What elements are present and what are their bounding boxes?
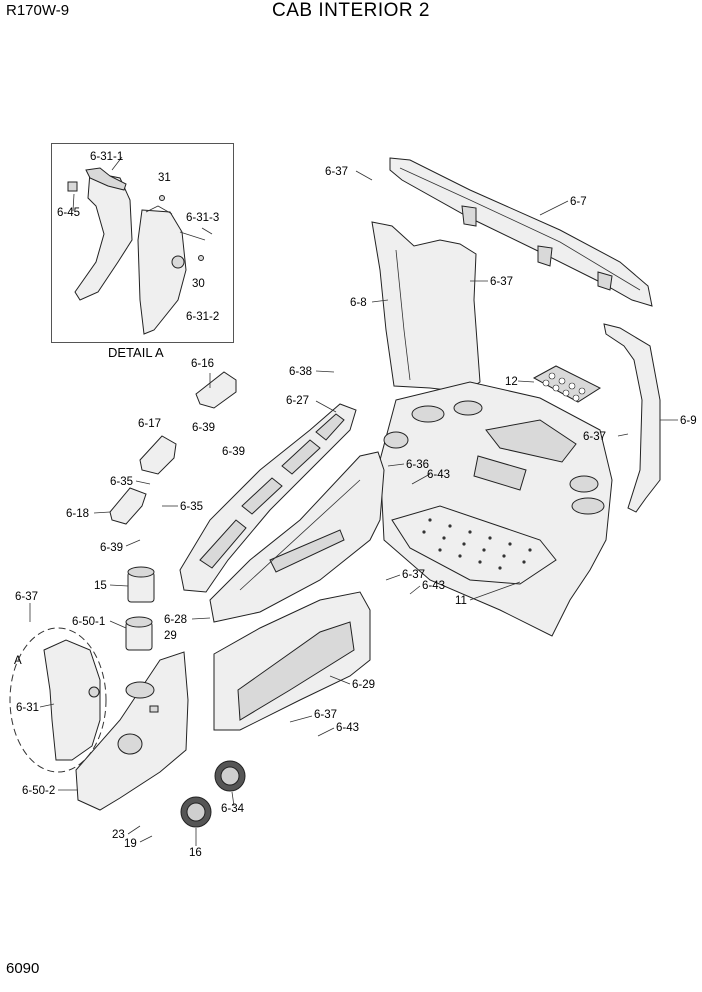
floor-tray-body	[379, 381, 613, 637]
part-15-cup	[127, 566, 155, 603]
part-6-50-2-lower-panel	[75, 651, 189, 811]
callout-6-37: 6-37	[314, 709, 337, 721]
callout-31: 31	[158, 172, 171, 184]
callout-6-37: 6-37	[583, 431, 606, 443]
part-6-17-bracket	[139, 435, 177, 475]
callout-6-37: 6-37	[325, 166, 348, 178]
callout-6-38: 6-38	[289, 366, 312, 378]
page-title: CAB INTERIOR 2	[272, 0, 430, 21]
part-6-50-1-cup	[125, 616, 153, 651]
callout-6-8: 6-8	[350, 297, 367, 309]
callout-6-28: 6-28	[164, 614, 187, 626]
callout-6-39: 6-39	[100, 542, 123, 554]
callout-6-35: 6-35	[110, 476, 133, 488]
callout-6-37: 6-37	[15, 591, 38, 603]
callout-6-39: 6-39	[222, 446, 245, 458]
part-6-27-console	[179, 403, 357, 593]
callout-6-16: 6-16	[191, 358, 214, 370]
callout-6-37: 6-37	[402, 569, 425, 581]
callout-29: 29	[164, 630, 177, 642]
callout-6-31-3: 6-31-3	[186, 212, 219, 224]
callout-6-50-1: 6-50-1	[72, 616, 105, 628]
callout-6-36: 6-36	[406, 459, 429, 471]
part-6-28-side-panel	[209, 451, 385, 623]
part-6-31-panel	[43, 639, 101, 761]
callout-6-31: 6-31	[16, 702, 39, 714]
callout-6-43: 6-43	[422, 580, 445, 592]
callout-6-34: 6-34	[221, 803, 245, 815]
callout-6-9: 6-9	[680, 415, 697, 427]
callout-labels: 6-31-1 31 6-45 6-31-3 30 6-31-2 6-37 6-7…	[14, 151, 697, 859]
callout-6-39: 6-39	[192, 422, 215, 434]
part-6-18-bracket	[109, 487, 147, 525]
callout-30: 30	[192, 278, 205, 290]
callout-15: 15	[94, 580, 107, 592]
detail-a-panel-right	[137, 205, 187, 335]
callout-6-31-2: 6-31-2	[186, 311, 219, 323]
page-number: 6090	[6, 960, 40, 977]
part-6-9-side-trim	[603, 323, 661, 513]
callout-6-29: 6-29	[352, 679, 375, 691]
detail-a-callout-ellipse	[9, 627, 107, 773]
callout-6-7: 6-7	[570, 196, 587, 208]
part-6-29-rear-panel	[213, 591, 371, 731]
callout-6-18: 6-18	[66, 508, 89, 520]
callout-6-50-2: 6-50-2	[22, 785, 55, 797]
callout-16: 16	[189, 847, 202, 859]
part-11-floor-mat	[391, 505, 557, 585]
part-12-mat	[532, 365, 602, 403]
part-6-7-top-rail	[389, 157, 653, 307]
callout-11: 11	[455, 595, 467, 607]
detail-a-bolts	[159, 195, 206, 261]
detail-a-panel-left	[67, 167, 133, 301]
callout-6-45: 6-45	[57, 207, 80, 219]
detail-a-marker: A	[14, 655, 22, 667]
callout-6-31-1: 6-31-1	[90, 151, 123, 163]
callout-23: 23	[112, 829, 125, 841]
callout-6-27: 6-27	[286, 395, 309, 407]
callout-19: 19	[124, 838, 137, 850]
part-6-34-knob	[214, 760, 246, 792]
detail-a-caption: DETAIL A	[108, 345, 164, 360]
part-6-16-bracket	[195, 371, 237, 409]
part-6-8-pillar-panel	[371, 221, 481, 393]
callout-6-35: 6-35	[180, 501, 203, 513]
leader-lines	[29, 156, 678, 846]
callout-6-43: 6-43	[427, 469, 450, 481]
model-number: R170W-9	[6, 2, 70, 19]
callout-6-17: 6-17	[138, 418, 161, 430]
callout-6-43: 6-43	[336, 722, 359, 734]
detail-a-frame	[51, 143, 234, 343]
callout-6-37: 6-37	[490, 276, 513, 288]
callout-12: 12	[505, 376, 518, 388]
part-16-knob	[180, 796, 212, 828]
